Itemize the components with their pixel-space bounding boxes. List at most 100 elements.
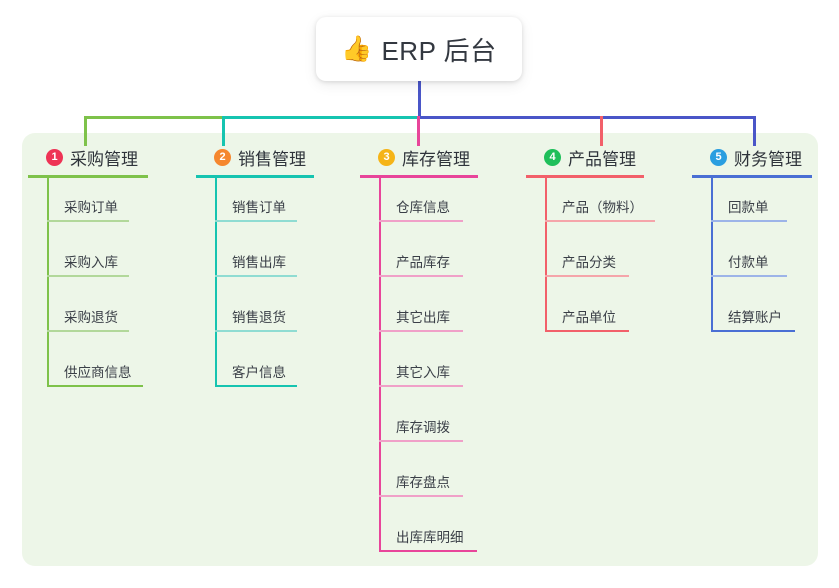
badge-number-icon: 1: [46, 148, 63, 166]
menu-item-rule: [711, 275, 787, 277]
menu-item-rule: [379, 330, 463, 332]
drop-col5: [753, 116, 756, 146]
column-spine: [711, 178, 713, 332]
menu-item-label: 采购退货: [64, 310, 118, 325]
menu-item[interactable]: 采购入库: [28, 233, 148, 288]
root-node-card[interactable]: 👍 ERP 后台: [316, 17, 522, 81]
thumbs-up-icon: 👍: [341, 34, 373, 63]
menu-item-rule: [545, 330, 629, 332]
menu-item[interactable]: 其它入库: [360, 343, 478, 398]
column-header-rule: [692, 175, 812, 178]
menu-item-label: 客户信息: [232, 365, 286, 380]
menu-item-rule: [379, 550, 477, 552]
menu-item[interactable]: 回款单: [692, 178, 812, 233]
column-header-rule: [526, 175, 644, 178]
column-header-rule: [28, 175, 148, 178]
column-header-rule: [360, 175, 478, 178]
menu-item-label: 销售出库: [232, 255, 286, 270]
bus-segment-teal: [222, 116, 418, 119]
column-header-1[interactable]: 1 采购管理: [28, 145, 148, 169]
badge-number-icon: 4: [544, 148, 561, 166]
menu-item[interactable]: 库存盘点: [360, 453, 478, 508]
menu-item-rule: [379, 220, 463, 222]
root-node-title: ERP 后台: [381, 35, 497, 66]
column-spine: [379, 178, 381, 552]
column-header-5[interactable]: 5 财务管理: [692, 145, 812, 169]
column-spine: [47, 178, 49, 387]
menu-item[interactable]: 仓库信息: [360, 178, 478, 233]
column-items: 产品（物料） 产品分类产品单位: [526, 178, 655, 343]
menu-item[interactable]: 供应商信息: [28, 343, 148, 398]
menu-item-rule: [47, 385, 143, 387]
column-header-4[interactable]: 4 产品管理: [526, 145, 644, 169]
column-title: 财务管理: [734, 149, 802, 169]
column-items: 回款单付款单结算账户: [692, 178, 812, 343]
menu-item-label: 产品库存: [396, 255, 450, 270]
menu-item-rule: [379, 495, 463, 497]
drop-col2: [222, 116, 225, 146]
column-title: 产品管理: [568, 149, 636, 169]
menu-item-label: 其它出库: [396, 310, 450, 325]
bus-segment-indigo: [417, 116, 754, 119]
menu-item[interactable]: 采购订单: [28, 178, 148, 233]
menu-item-label: 采购订单: [64, 200, 118, 215]
column-title: 采购管理: [70, 149, 138, 169]
diagram-panel: [22, 133, 818, 566]
menu-item[interactable]: 销售出库: [196, 233, 314, 288]
column-5: 5 财务管理回款单付款单结算账户: [692, 145, 812, 343]
menu-item-rule: [47, 330, 129, 332]
menu-item-label: 采购入库: [64, 255, 118, 270]
column-items: 销售订单销售出库销售退货客户信息: [196, 178, 314, 398]
column-header-rule: [196, 175, 314, 178]
menu-item[interactable]: 其它出库: [360, 288, 478, 343]
badge-number-icon: 5: [710, 148, 727, 166]
menu-item-rule: [379, 440, 463, 442]
menu-item-rule: [379, 385, 463, 387]
menu-item[interactable]: 产品分类: [526, 233, 644, 288]
menu-item-rule: [711, 220, 787, 222]
menu-item[interactable]: 结算账户: [692, 288, 812, 343]
menu-item-label: 库存盘点: [396, 475, 450, 490]
menu-item-label: 仓库信息: [396, 200, 450, 215]
menu-item[interactable]: 付款单: [692, 233, 812, 288]
menu-item-rule: [215, 275, 297, 277]
menu-item-rule: [215, 330, 297, 332]
menu-item-label: 产品分类: [562, 255, 616, 270]
badge-number-icon: 2: [214, 148, 231, 166]
menu-item-rule: [545, 220, 655, 222]
drop-col4: [600, 116, 603, 146]
menu-item[interactable]: 产品库存: [360, 233, 478, 288]
menu-item[interactable]: 库存调拨: [360, 398, 478, 453]
menu-item-label: 销售退货: [232, 310, 286, 325]
badge-number-icon: 3: [378, 148, 395, 166]
menu-item[interactable]: 销售订单: [196, 178, 314, 233]
column-4: 4 产品管理产品（物料） 产品分类产品单位: [526, 145, 655, 343]
menu-item-label: 库存调拨: [396, 420, 450, 435]
menu-item[interactable]: 出库库明细: [360, 508, 478, 563]
column-1: 1 采购管理采购订单采购入库采购退货供应商信息: [28, 145, 148, 398]
menu-item-rule: [711, 330, 795, 332]
menu-item-label: 出库库明细: [396, 530, 464, 545]
column-spine: [215, 178, 217, 387]
menu-item-label: 销售订单: [232, 200, 286, 215]
menu-item[interactable]: 销售退货: [196, 288, 314, 343]
column-spine: [545, 178, 547, 332]
menu-item[interactable]: 产品单位: [526, 288, 644, 343]
drop-col3: [417, 116, 420, 146]
bus-segment-green: [84, 116, 223, 119]
menu-item-label: 产品（物料）: [562, 200, 643, 215]
menu-item-rule: [47, 275, 129, 277]
menu-item[interactable]: 产品（物料）: [526, 178, 655, 233]
menu-item-label: 回款单: [728, 200, 769, 215]
menu-item-label: 结算账户: [728, 310, 782, 325]
column-items: 仓库信息产品库存其它出库其它入库库存调拨库存盘点出库库明细: [360, 178, 478, 563]
menu-item-rule: [545, 275, 629, 277]
menu-item-rule: [215, 220, 297, 222]
menu-item[interactable]: 采购退货: [28, 288, 148, 343]
menu-item[interactable]: 客户信息: [196, 343, 314, 398]
